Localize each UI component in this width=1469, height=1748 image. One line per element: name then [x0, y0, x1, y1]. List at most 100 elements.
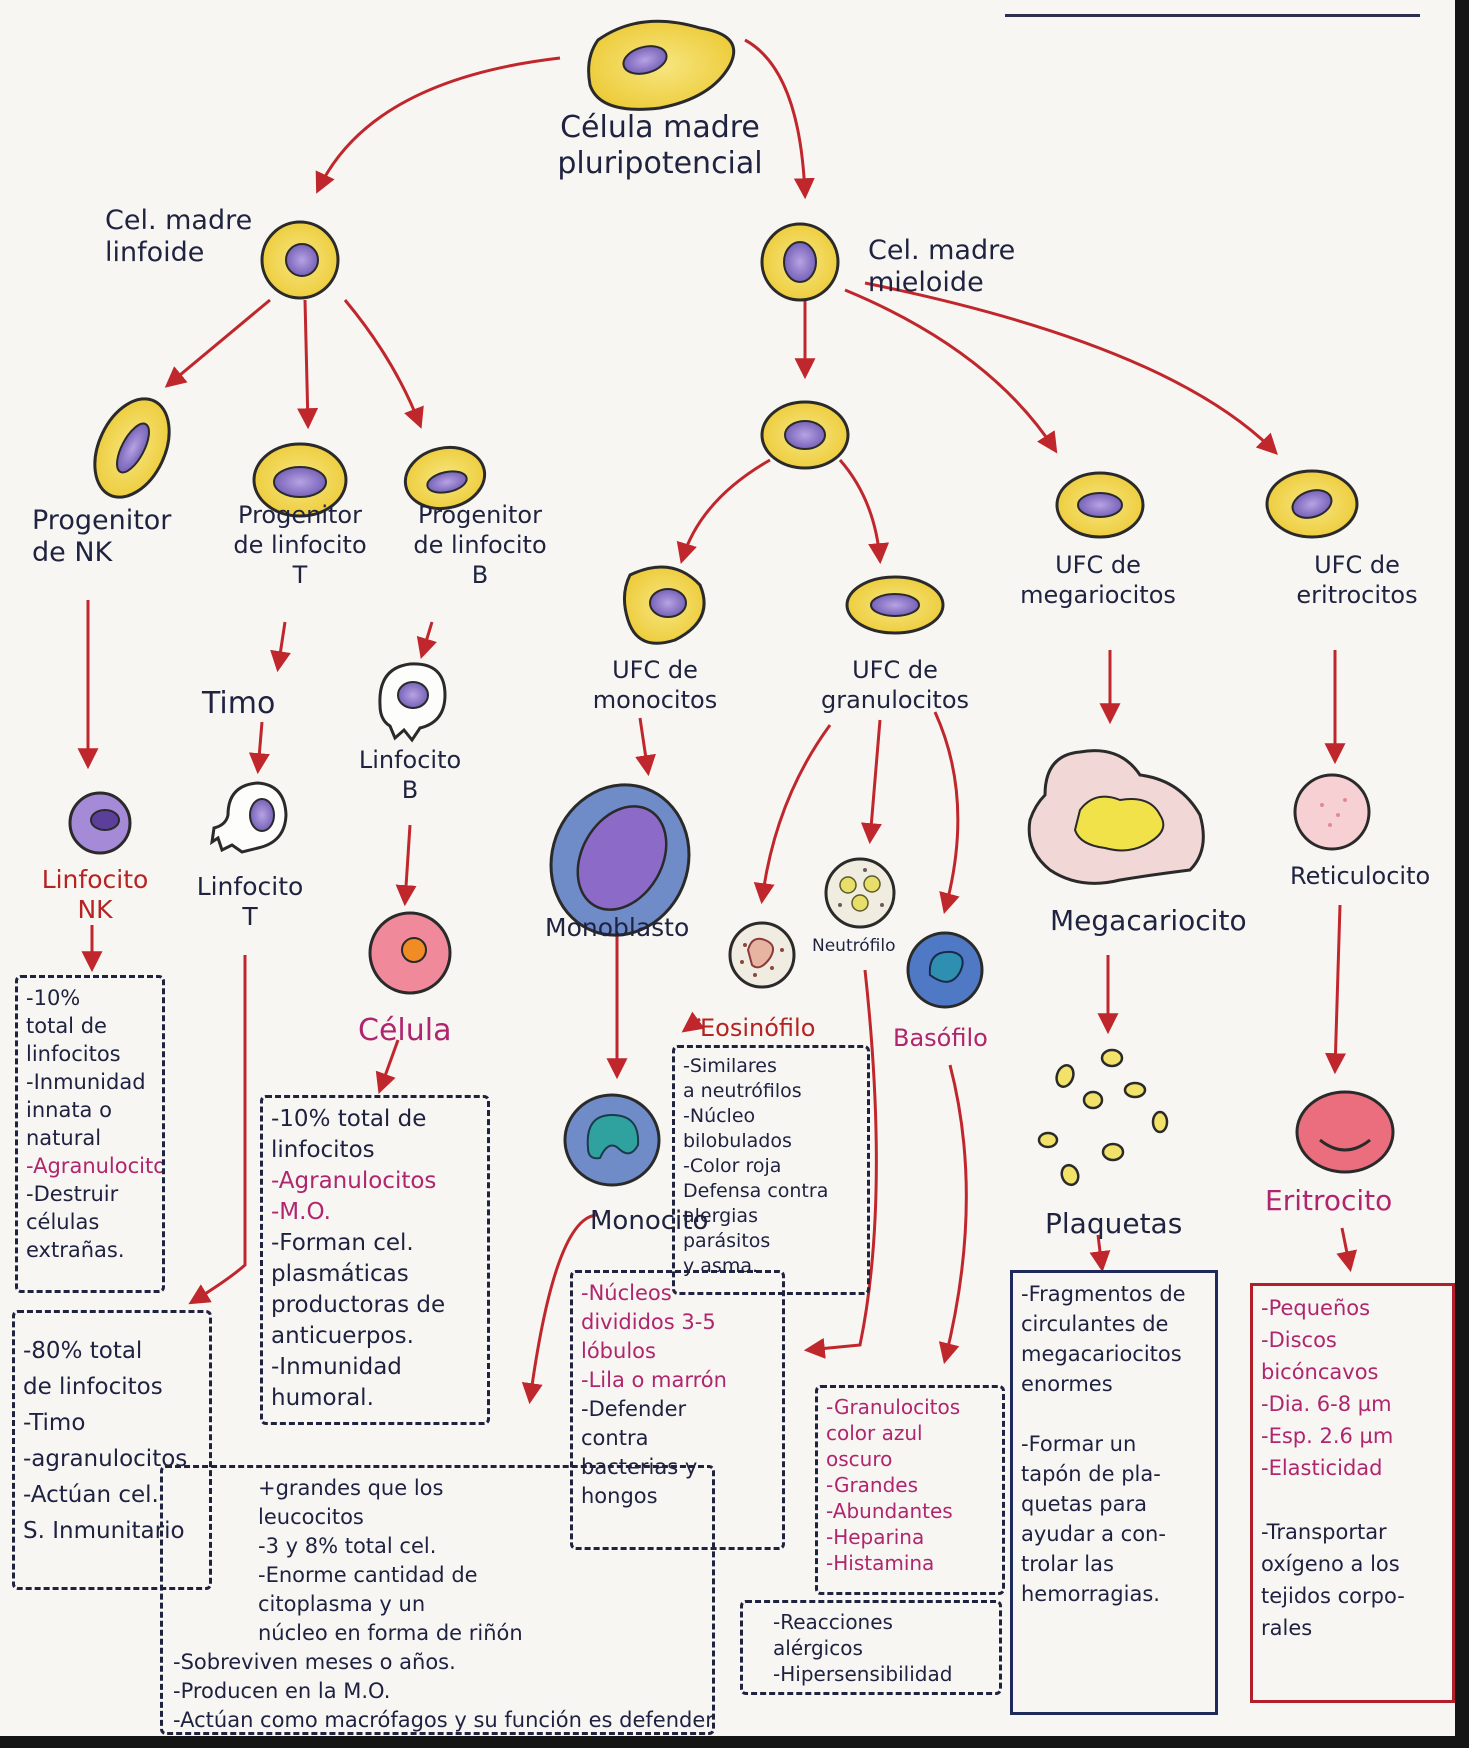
arrow-neu-box	[803, 969, 878, 1359]
box-line: -Actúan cel.	[23, 1482, 159, 1508]
box-line: -Dia. 6-8 µm	[1261, 1392, 1392, 1416]
label-monoblasto: Monoblasto	[545, 913, 690, 942]
arrow-b-cell	[395, 824, 417, 907]
box-line: -Pequeños	[1261, 1296, 1371, 1320]
label-linf-b: Linfocito B	[358, 746, 462, 804]
arrow-monocfu-mb	[635, 717, 656, 777]
linfocito-t-icon	[210, 781, 288, 854]
box-line: -Destruir	[26, 1182, 119, 1206]
box-line: -10% total de	[271, 1106, 427, 1132]
box-line: -Discos	[1261, 1328, 1337, 1352]
eritrocito-icon	[1295, 1090, 1395, 1174]
box-line: -Formar un	[1021, 1432, 1137, 1456]
box-line: -Agranulocitos	[271, 1168, 437, 1194]
box-line: -Elasticidad	[1261, 1456, 1383, 1480]
arrow-gran-eos	[753, 724, 832, 905]
box-line: alergias	[683, 1205, 758, 1227]
label-eritrocito: Eritrocito	[1265, 1184, 1393, 1217]
box-line: -Lila o marrón	[581, 1368, 727, 1392]
box-line: innata o	[26, 1098, 112, 1122]
box-line: extrañas.	[26, 1238, 125, 1262]
arrow-progt-timo	[270, 621, 291, 673]
box-line: -10%	[26, 986, 81, 1010]
box-line: bilobulados	[683, 1130, 792, 1152]
box-line: circulantes de	[1021, 1312, 1169, 1336]
photo-edge-right	[1455, 0, 1469, 1748]
box-line: -Actúan como macrófagos y su función es …	[173, 1708, 714, 1732]
ufc-monocitos-icon	[623, 565, 706, 645]
box-line: ayudar a con-	[1021, 1522, 1166, 1546]
label-linf-t: Linfocito T	[196, 872, 304, 931]
box-line: natural	[26, 1126, 102, 1150]
box-eosinofilo: -Similares a neutrófilos -Núcleo bilobul…	[672, 1045, 870, 1295]
monocito-icon	[563, 1093, 661, 1187]
box-eritrocito: -Pequeños -Discos bicóncavos -Dia. 6-8 µ…	[1250, 1283, 1455, 1703]
box-line: -Agranulocito	[26, 1154, 165, 1178]
ufc-megacariocitos-icon	[1055, 471, 1145, 539]
arrow-stem-lymphoid	[315, 56, 561, 194]
box-line	[1261, 1484, 1444, 1516]
box-line: hemorragias.	[1021, 1582, 1160, 1606]
box-line: divididos 3-5	[581, 1310, 716, 1334]
label-prog-b: Progenitor de linfocito B	[413, 501, 547, 589]
arrow-mye-mega	[844, 288, 1058, 454]
arrow-ret-eri	[1325, 904, 1347, 1075]
box-line: -Núcleo	[683, 1105, 756, 1127]
box-line: -Sobreviven meses o años.	[173, 1650, 456, 1674]
basofilo-icon	[906, 931, 984, 1009]
label-linf-nk: Linfocito NK	[41, 865, 149, 924]
label-ufc-mono: UFC de monocitos	[592, 656, 718, 714]
arrow-stem-myeloid	[744, 38, 815, 200]
box-line: trolar las	[1021, 1552, 1114, 1576]
box-line: -agranulocitos	[23, 1446, 188, 1472]
box-linfocito-nk: -10% total de linfocitos -Inmunidad inna…	[15, 975, 165, 1293]
arrow-plaq-box	[1089, 1234, 1111, 1273]
photo-edge-bottom	[0, 1736, 1469, 1748]
box-line: parásitos	[683, 1230, 771, 1252]
box-line: -80% total	[23, 1338, 143, 1364]
reticulocito-icon	[1293, 773, 1371, 851]
box-line: -Producen en la M.O.	[173, 1679, 391, 1703]
box-line: linfocitos	[26, 1042, 121, 1066]
linfocito-b-icon	[378, 662, 447, 743]
box-line: linfocitos	[271, 1137, 375, 1163]
arrow-gran-bas	[933, 711, 960, 915]
label-reticulocito: Reticulocito	[1290, 862, 1431, 890]
box-basofilo-2: -Reacciones alérgicos -Hipersensibilidad	[740, 1600, 1002, 1695]
arrow-mye-eri	[864, 281, 1278, 455]
box-line: anticuerpos.	[271, 1323, 414, 1349]
box-line: -Reacciones	[773, 1610, 893, 1634]
label-timo: Timo	[202, 686, 276, 721]
box-line: tapón de pla-	[1021, 1462, 1161, 1486]
box-line	[1021, 1399, 1207, 1429]
box-line: Defensa contra	[683, 1180, 829, 1202]
box-line: -Histamina	[826, 1551, 935, 1575]
linfocito-nk-icon	[68, 791, 132, 855]
box-line: -M.O.	[271, 1199, 331, 1225]
arrow-lymph-nk	[164, 298, 271, 388]
box-line: -Color roja	[683, 1155, 782, 1177]
box-line: lóbulos	[581, 1339, 656, 1363]
arrow-progb-b	[416, 621, 437, 660]
celula-plasmatica-icon	[368, 911, 452, 995]
box-linfocito-t: -80% total de linfocitos -Timo -agranulo…	[12, 1310, 212, 1590]
arrow-timo-t	[248, 721, 270, 775]
box-line: a neutrófilos	[683, 1080, 802, 1102]
box-line: -Fragmentos de	[1021, 1282, 1186, 1306]
box-neutrofilo: -Núcleos divididos 3-5 lóbulos -Lila o m…	[570, 1270, 785, 1550]
box-line: -3 y 8% total cel.	[258, 1534, 437, 1558]
arrow-cell-box	[375, 1039, 400, 1094]
label-lymphoid: Cel. madre linfoide	[105, 205, 253, 268]
box-plaquetas: -Fragmentos de circulantes de megacarioc…	[1010, 1270, 1218, 1715]
arrow-mono-box	[521, 1213, 599, 1405]
header-rule	[1005, 14, 1420, 17]
box-line: -Esp. 2.6 µm	[1261, 1424, 1394, 1448]
arrow-gran-neu	[860, 719, 882, 845]
label-stem: Célula madre pluripotencial	[557, 110, 763, 181]
box-line: S. Inmunitario	[23, 1518, 185, 1544]
arrow-lymph-t	[297, 299, 319, 430]
monoblasto-icon	[549, 783, 691, 937]
myeloid-progenitor-icon	[760, 400, 850, 470]
label-eosinofilo: Eosinófilo	[700, 1014, 816, 1042]
